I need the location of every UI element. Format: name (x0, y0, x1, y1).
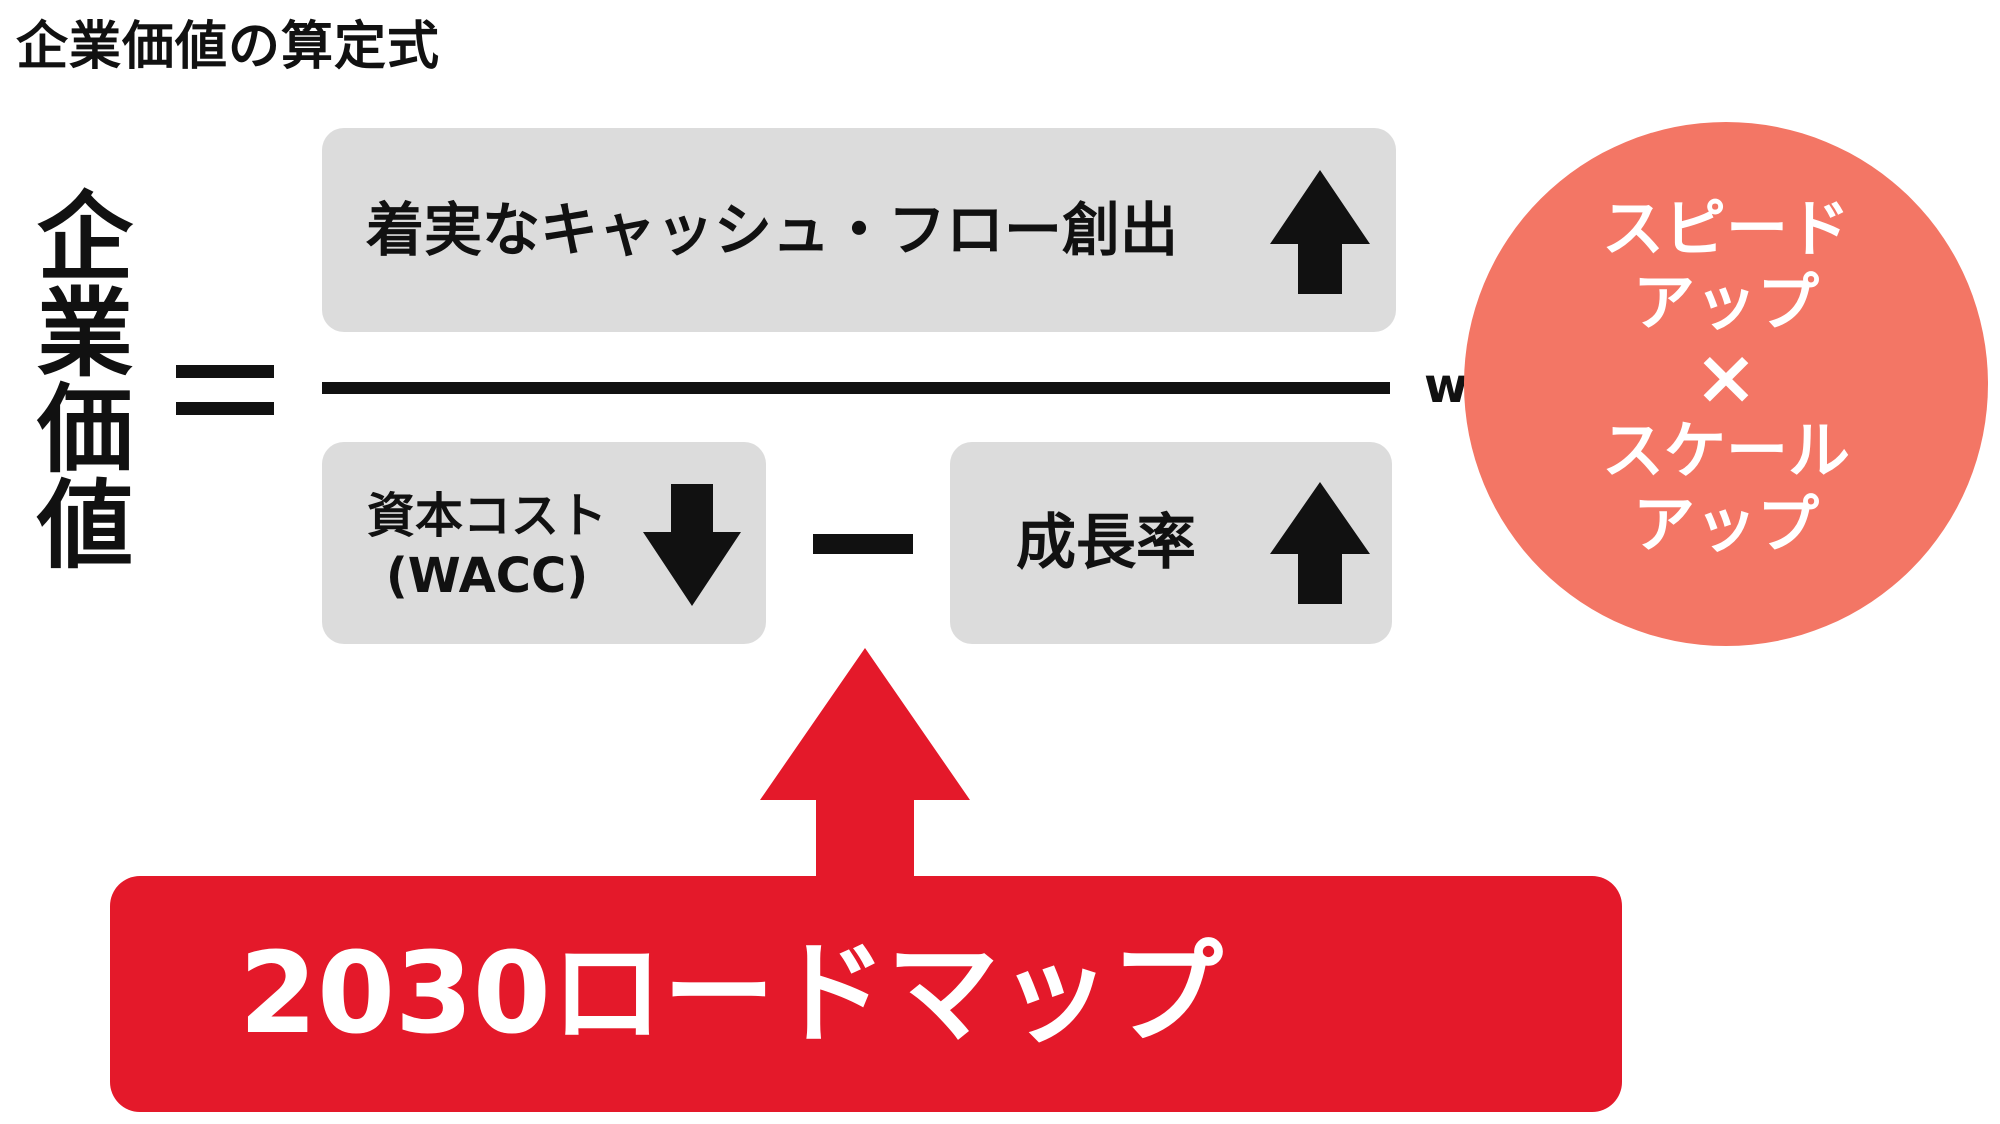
minus-sign (813, 534, 913, 554)
times-sign: × (1694, 332, 1758, 421)
numerator-box: 着実なキャッシュ・フロー創出 (322, 128, 1396, 332)
circle-text: スピード アップ × スケール アップ (1464, 192, 1988, 562)
roadmap-label: 2030ロードマップ (239, 929, 1223, 1059)
roadmap-box (110, 876, 1622, 1112)
lhs-char: 業 (37, 278, 133, 390)
circle-line: アップ (1632, 488, 1819, 561)
wacc-down-arrow-icon (643, 484, 741, 606)
circle-line: スケール (1601, 414, 1850, 487)
cash-flow-up-arrow-icon (1270, 170, 1370, 294)
page-title: 企業価値の算定式 (16, 17, 441, 77)
wacc-label: 資本コスト (WACC) (332, 486, 642, 606)
roadmap-up-arrow-icon (760, 648, 970, 888)
fraction-line (322, 382, 1390, 394)
wacc-label-line2: (WACC) (385, 548, 589, 604)
wacc-label-line1: 資本コスト (366, 488, 607, 544)
lhs-char: 価 (37, 374, 133, 486)
circle-line: スピード (1601, 192, 1850, 265)
lhs-char: 値 (37, 470, 133, 582)
equals-sign (176, 365, 274, 415)
growth-up-arrow-icon (1270, 482, 1370, 604)
speed-scale-circle (1464, 122, 1988, 646)
growth-rate-label: 成長率 (1016, 508, 1196, 578)
circle-line: アップ (1632, 266, 1819, 339)
cash-flow-label: 着実なキャッシュ・フロー創出 (366, 196, 1179, 264)
enterprise-value-label: 企 業 価 値 (30, 190, 140, 574)
lhs-char: 企 (37, 182, 133, 294)
